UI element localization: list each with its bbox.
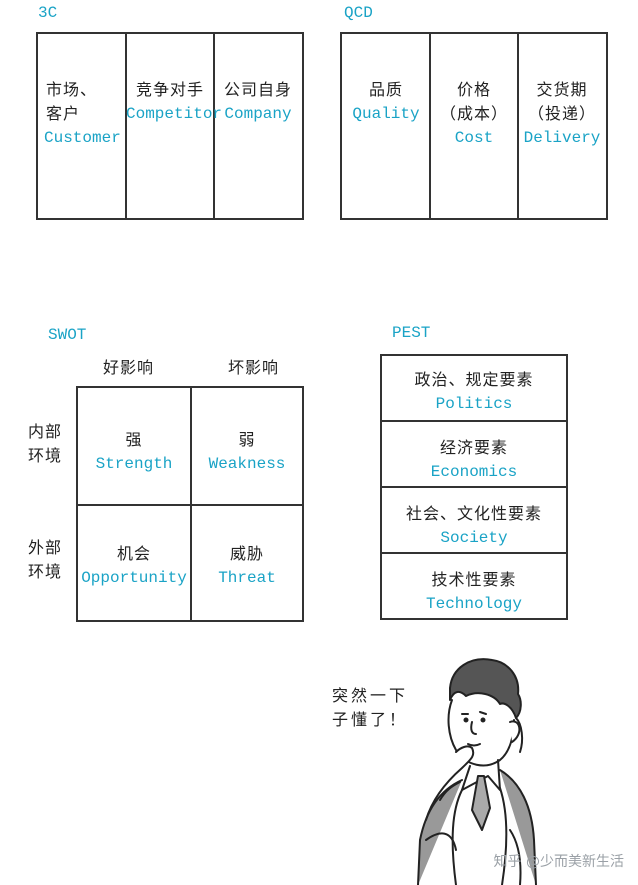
diagram-title-qcd: QCD [344, 4, 373, 22]
grid-qcd: 品质 Quality 价格 （成本） Cost 交货期 （投递） Deliver… [340, 32, 608, 220]
pest-row-technology: 技术性要素 Technology [425, 570, 522, 613]
watermark: 知乎 @少而美新生活 [493, 854, 624, 870]
cell-swot-strength: 强 Strength [95, 430, 173, 473]
pest-row-economics: 经济要素 Economics [430, 438, 518, 481]
cell-qcd-delivery: 交货期 （投递） Delivery [523, 80, 601, 147]
diagram-title-pest: PEST [392, 324, 431, 342]
cell-qcd-cost: 价格 （成本） Cost [439, 80, 508, 147]
cell-swot-threat: 威胁 Threat [218, 544, 276, 587]
grid-3c: 市场、 客户 Customer 竞争对手 Competitor 公司自身 Com… [36, 32, 304, 220]
cell-swot-weakness: 弱 Weakness [208, 430, 286, 473]
diagram-title-3c: 3C [38, 4, 58, 22]
grid-swot: 强 Strength 弱 Weakness 机会 Opportunity 威胁 … [76, 386, 304, 622]
speech-text: 突然一下 子懂了！ [332, 686, 409, 729]
cell-3c-customer: 市场、 客户 Customer [44, 80, 121, 147]
cell-qcd-quality: 品质 Quality [352, 80, 420, 123]
cell-3c-competitor: 竞争对手 Competitor [126, 80, 223, 123]
pest-row-politics: 政治、规定要素 Politics [414, 370, 534, 413]
swot-row-header-internal: 内部 环境 [28, 422, 63, 465]
grid-pest: 政治、规定要素 Politics 经济要素 Economics 社会、文化性要素… [380, 354, 568, 620]
swot-row-header-external: 外部 环境 [28, 538, 63, 581]
swot-col-header-bad: 坏影响 [228, 358, 280, 377]
pest-row-society: 社会、文化性要素 Society [405, 504, 542, 547]
cell-3c-company: 公司自身 Company [223, 80, 292, 123]
swot-col-header-good: 好影响 [103, 358, 155, 377]
diagram-title-swot: SWOT [48, 326, 87, 344]
cell-swot-opportunity: 机会 Opportunity [81, 544, 187, 587]
